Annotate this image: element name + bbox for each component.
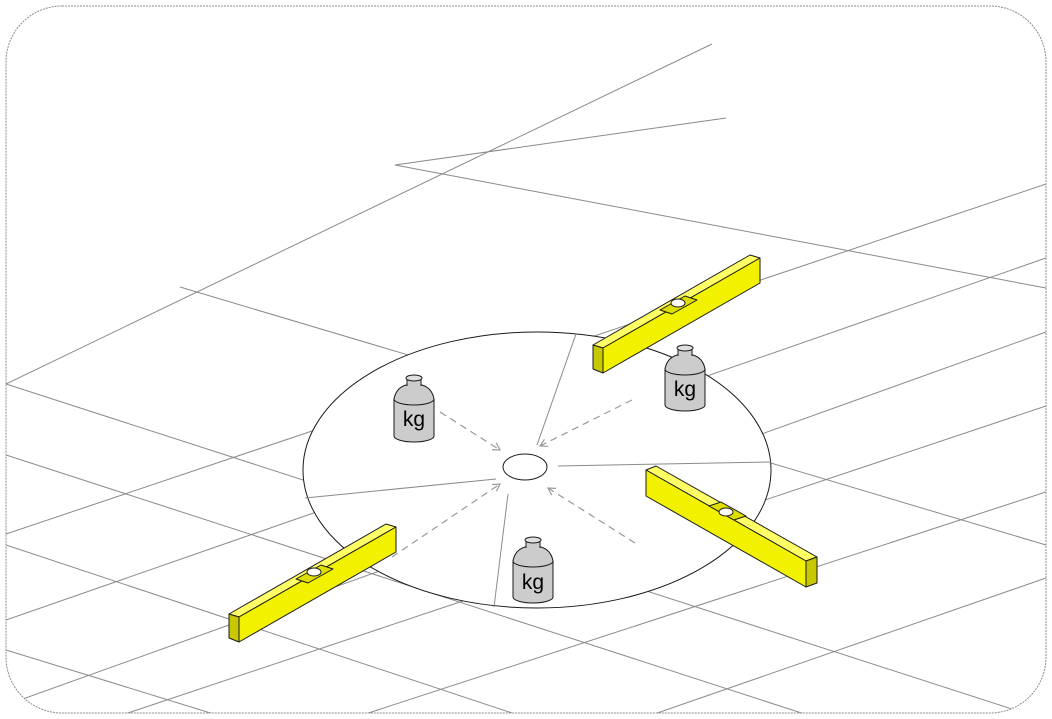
grid-line (6, 43, 713, 385)
weight-shoulder (512, 546, 554, 568)
level-bubble (306, 567, 322, 577)
weight-cap (405, 374, 423, 382)
weight-cap (676, 344, 694, 352)
level-front-face (228, 613, 240, 643)
weight-label: kg (522, 571, 544, 594)
level-front-face (592, 344, 604, 374)
turntable-sector-lines (304, 333, 772, 608)
kg-weight-left: kg (393, 374, 435, 443)
weight-label: kg (403, 408, 425, 431)
sector-line (557, 461, 772, 467)
sector-line (493, 493, 509, 608)
level-side-face (645, 469, 807, 588)
grid-line (394, 164, 1046, 289)
level-side-face (238, 526, 397, 643)
spirit-level-right (645, 465, 818, 588)
sector-line (536, 333, 577, 446)
center-hub (502, 453, 548, 481)
kg-weight-bottom: kg (512, 536, 554, 604)
frame-border (5, 5, 1047, 714)
direction-arrows (391, 399, 636, 558)
arrow-line (538, 399, 633, 448)
level-bubble (670, 298, 686, 308)
kg-weight-right: kg (664, 344, 706, 412)
sector-line (304, 478, 497, 499)
level-side-face (602, 257, 761, 374)
spirit-level-top (592, 254, 761, 374)
weight-shoulder (664, 354, 706, 376)
level-front-face (805, 556, 818, 588)
weight-shoulder (393, 384, 435, 406)
grid-line (394, 117, 727, 166)
grid-line (349, 491, 1046, 713)
spirit-level-left (228, 523, 397, 643)
grid-line (6, 544, 531, 713)
weight-cap (524, 536, 542, 544)
grid-line (639, 577, 1046, 713)
arrow-line (391, 483, 502, 558)
grid-line (6, 649, 231, 713)
arrow-line (546, 487, 636, 544)
weight-label: kg (674, 378, 696, 401)
level-bubble (718, 507, 734, 517)
